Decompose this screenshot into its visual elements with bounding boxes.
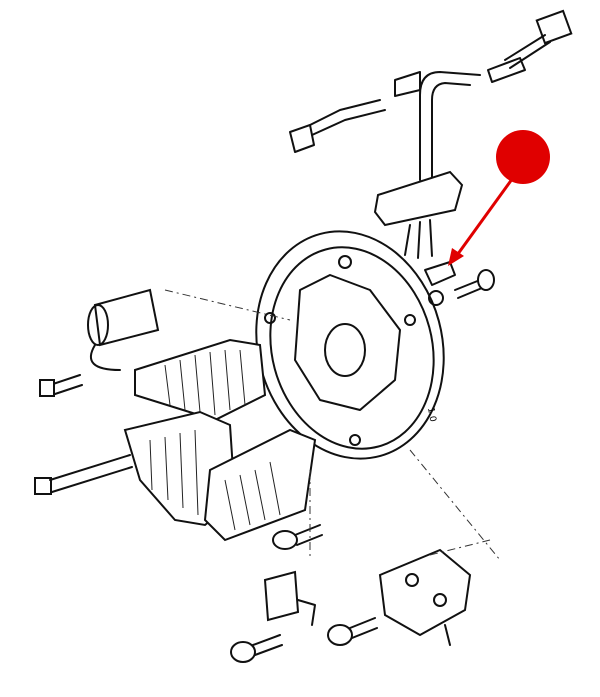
screw-clip xyxy=(424,261,495,306)
contact-breaker xyxy=(378,548,472,646)
condenser xyxy=(39,288,160,397)
wire-connector xyxy=(289,9,573,181)
flywheel-mark: 1.0 xyxy=(425,407,437,423)
wire-grommet xyxy=(373,170,464,259)
lighting-coil-lower xyxy=(123,410,317,542)
stator-plate: 1.0 xyxy=(255,230,445,460)
arrow-head-icon xyxy=(448,248,464,266)
red-arrow xyxy=(453,174,517,259)
bracket xyxy=(263,570,316,626)
ignition-coil-upper xyxy=(134,338,267,422)
assembly-lines xyxy=(164,289,501,561)
red-dot xyxy=(496,130,550,184)
highlight-marker xyxy=(448,130,550,266)
long-bolt xyxy=(34,454,133,495)
screws-bottom xyxy=(230,524,378,663)
